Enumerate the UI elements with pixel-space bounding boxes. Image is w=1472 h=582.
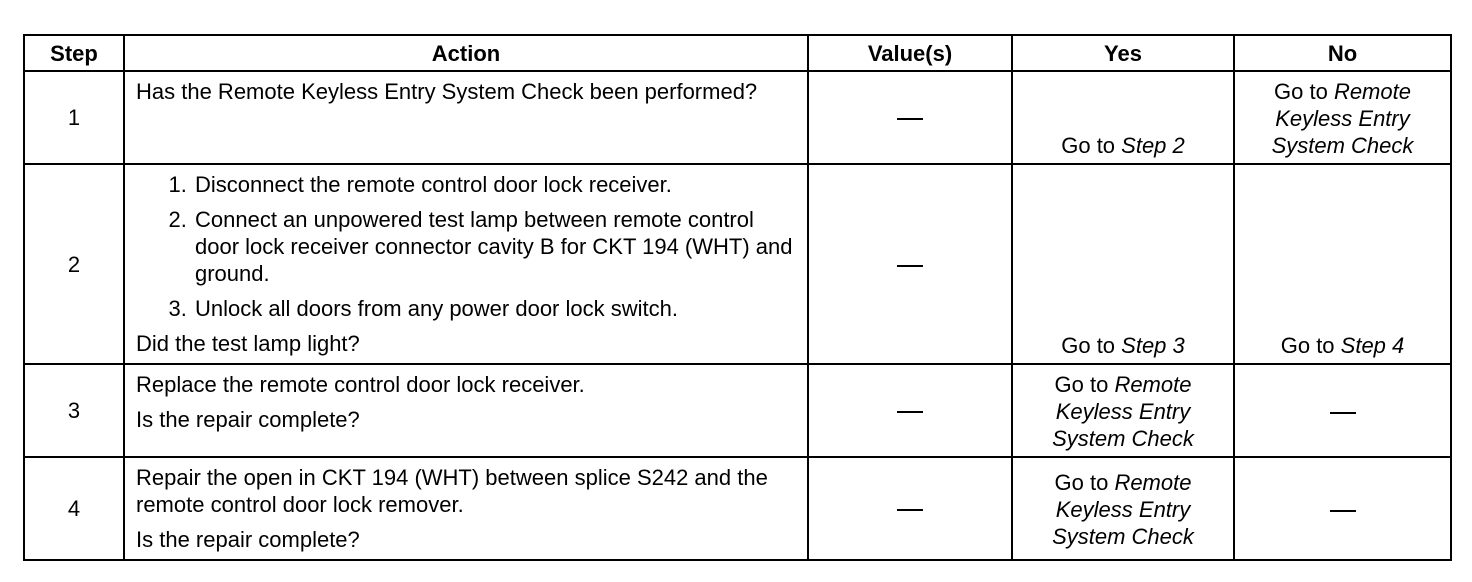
value-dash: — bbox=[897, 264, 923, 267]
list-item: Connect an unpowered test lamp between r… bbox=[193, 206, 797, 287]
action-text: Replace the remote control door lock rec… bbox=[136, 372, 585, 397]
table-row: 3 Replace the remote control door lock r… bbox=[23, 363, 1452, 458]
value-dash: — bbox=[897, 118, 923, 121]
yes-ref: Step 3 bbox=[1121, 333, 1185, 358]
step-number: 4 bbox=[23, 456, 125, 561]
no-prefix: Go to bbox=[1280, 333, 1341, 358]
yes-prefix: Go to bbox=[1054, 470, 1115, 495]
table-row: 1 Has the Remote Keyless Entry System Ch… bbox=[23, 70, 1452, 165]
no-cell: — bbox=[1233, 456, 1452, 561]
header-yes: Yes bbox=[1011, 34, 1235, 72]
value-dash: — bbox=[897, 509, 923, 512]
header-row: Step Action Value(s) Yes No bbox=[23, 34, 1452, 72]
header-step: Step bbox=[23, 34, 125, 72]
no-dash: — bbox=[1329, 510, 1356, 513]
action-text: Repair the open in CKT 194 (WHT) between… bbox=[136, 465, 768, 517]
list-item: Unlock all doors from any power door loc… bbox=[193, 295, 797, 322]
no-ref: Remote Keyless Entry System Check bbox=[1271, 79, 1414, 158]
no-dash: — bbox=[1329, 412, 1356, 415]
yes-ref: Remote Keyless Entry System Check bbox=[1052, 470, 1194, 549]
action-question: Is the repair complete? bbox=[136, 407, 360, 432]
no-cell: Go to Step 4 bbox=[1233, 163, 1452, 365]
header-no: No bbox=[1233, 34, 1452, 72]
yes-prefix: Go to bbox=[1061, 333, 1122, 358]
yes-ref: Remote Keyless Entry System Check bbox=[1052, 372, 1194, 451]
step-number: 3 bbox=[23, 363, 125, 458]
yes-prefix: Go to bbox=[1061, 133, 1122, 158]
action-cell: Repair the open in CKT 194 (WHT) between… bbox=[123, 456, 809, 561]
header-values: Value(s) bbox=[807, 34, 1013, 72]
action-cell: Disconnect the remote control door lock … bbox=[123, 163, 809, 365]
value-cell: — bbox=[807, 163, 1013, 365]
action-question: Did the test lamp light? bbox=[136, 331, 360, 356]
action-cell: Replace the remote control door lock rec… bbox=[123, 363, 809, 458]
action-text: Has the Remote Keyless Entry System Chec… bbox=[136, 79, 758, 104]
no-ref: Step 4 bbox=[1340, 333, 1405, 358]
yes-cell: Go to Step 3 bbox=[1011, 163, 1235, 365]
step-number: 1 bbox=[23, 70, 125, 165]
header-action: Action bbox=[123, 34, 809, 72]
no-prefix: Go to bbox=[1274, 79, 1334, 104]
action-question: Is the repair complete? bbox=[136, 527, 360, 552]
action-steps-list: Disconnect the remote control door lock … bbox=[136, 171, 797, 322]
value-cell: — bbox=[807, 363, 1013, 458]
value-cell: — bbox=[807, 70, 1013, 165]
yes-cell: Go to Remote Keyless Entry System Check bbox=[1011, 363, 1235, 458]
no-cell: Go to Remote Keyless Entry System Check bbox=[1233, 70, 1452, 165]
value-cell: — bbox=[807, 456, 1013, 561]
yes-prefix: Go to bbox=[1054, 372, 1115, 397]
diagnostic-table: Step Action Value(s) Yes No 1 Has the Re… bbox=[23, 34, 1452, 561]
list-item: Disconnect the remote control door lock … bbox=[193, 171, 797, 198]
no-cell: — bbox=[1233, 363, 1452, 458]
yes-cell: Go to Remote Keyless Entry System Check bbox=[1011, 456, 1235, 561]
action-cell: Has the Remote Keyless Entry System Chec… bbox=[123, 70, 809, 165]
yes-ref: Step 2 bbox=[1121, 133, 1185, 158]
yes-cell: Go to Step 2 bbox=[1011, 70, 1235, 165]
value-dash: — bbox=[897, 411, 923, 414]
table-row: 4 Repair the open in CKT 194 (WHT) betwe… bbox=[23, 456, 1452, 561]
table-row: 2 Disconnect the remote control door loc… bbox=[23, 163, 1452, 365]
step-number: 2 bbox=[23, 163, 125, 365]
